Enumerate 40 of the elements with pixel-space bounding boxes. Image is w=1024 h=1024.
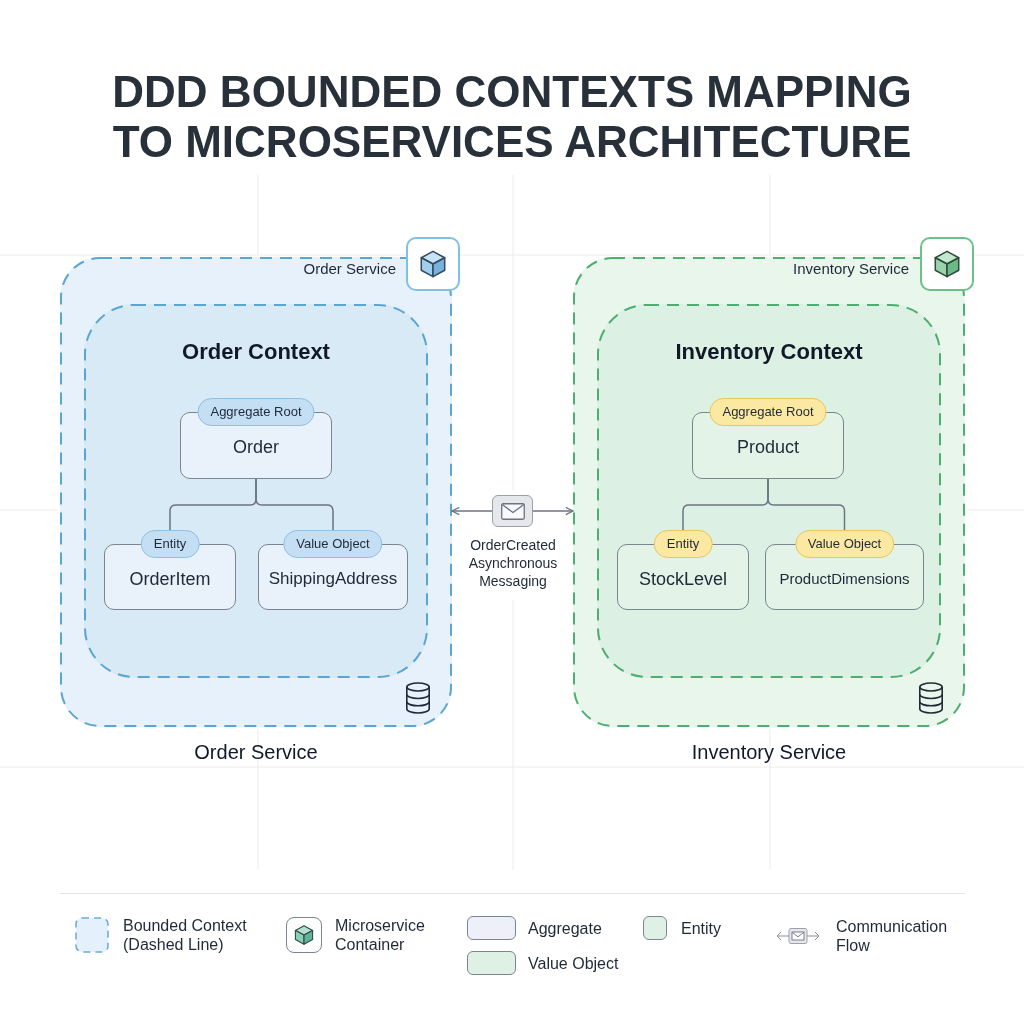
bounded-context-area (84, 304, 428, 678)
service-label: Order Service (303, 260, 396, 278)
legend-label: Entity (681, 918, 721, 938)
legend-label: Value Object (528, 953, 619, 973)
title: DDD BOUNDED CONTEXTS MAPPING TO MICROSERVICES ARCHITECTURE (111, 67, 913, 167)
domain-object-card (180, 398, 332, 479)
role-tag: Aggregate Root (197, 398, 315, 426)
role-tag: Aggregate Root (709, 398, 827, 426)
service-caption: Inventory Service (691, 740, 847, 765)
service-caption: Order Service (194, 740, 318, 765)
object-name: OrderItem (129, 567, 211, 590)
service-area (60, 257, 452, 727)
object-name: ShippingAddress (268, 567, 398, 590)
role-tag: Entity (653, 530, 713, 558)
domain-object-card (258, 530, 408, 610)
arrow (532, 506, 574, 516)
legend-label: Bounded Context (Dashed Line) (123, 916, 248, 954)
domain-object-card (617, 530, 749, 610)
domain-object-card (765, 530, 924, 610)
role-tag: Entity (140, 530, 200, 558)
context-title: Order Context (182, 338, 330, 366)
legend-label: Microservice Container (335, 916, 426, 954)
envelope-icon (492, 495, 533, 527)
legend-label: Communication Flow (836, 917, 949, 955)
context-title: Inventory Context (675, 338, 863, 366)
service-label: Inventory Service (793, 260, 909, 278)
service-area (573, 257, 965, 727)
arrow (451, 506, 493, 516)
bounded-context-area (597, 304, 941, 678)
connector-line (767, 478, 846, 531)
legend-label: Aggregate (528, 918, 602, 938)
object-name: Order (233, 436, 279, 458)
domain-object-card (692, 398, 844, 479)
object-name: StockLevel (638, 567, 728, 590)
connector-line (255, 478, 334, 531)
object-name: ProductDimensions (779, 568, 910, 589)
role-tag: Value Object (794, 530, 895, 558)
domain-object-card (104, 530, 236, 610)
object-name: Product (736, 436, 799, 458)
role-tag: Value Object (283, 530, 383, 558)
